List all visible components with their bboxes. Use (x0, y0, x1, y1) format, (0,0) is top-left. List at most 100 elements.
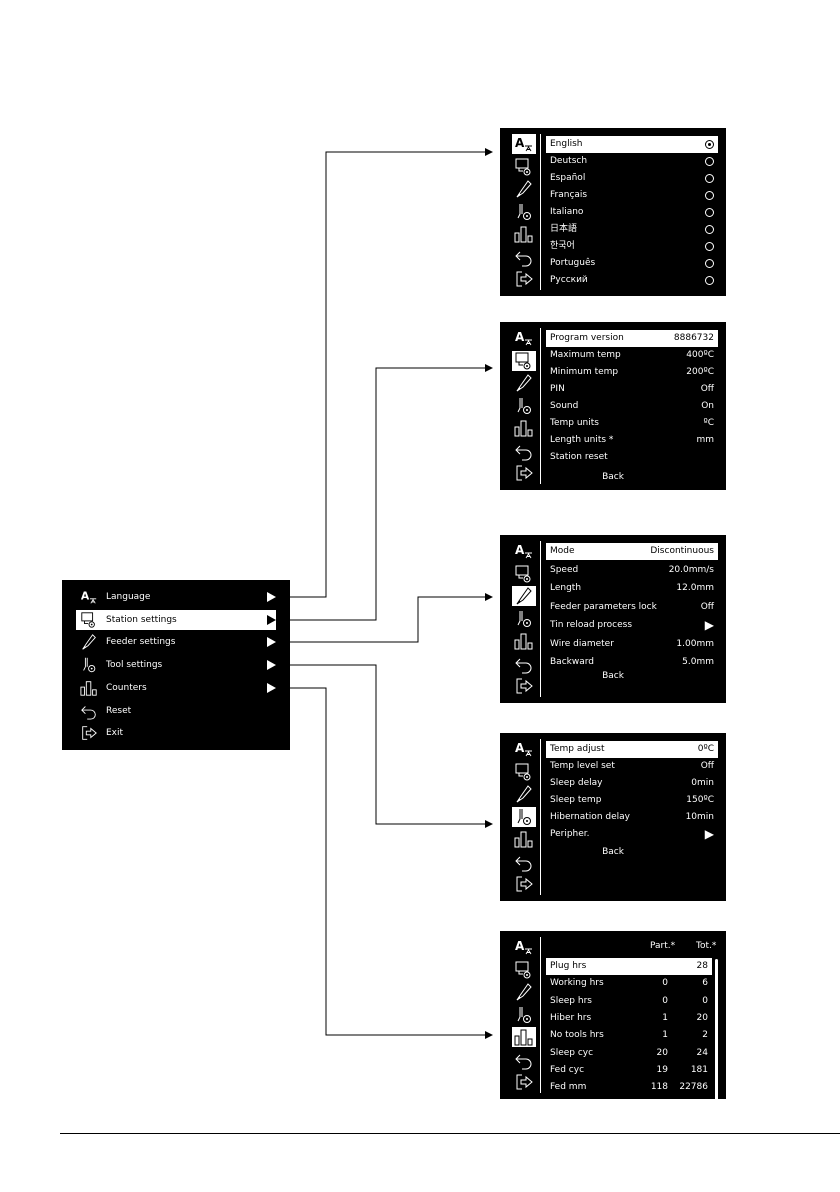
icon-rail: A (500, 535, 541, 703)
station-icon[interactable] (512, 350, 536, 371)
radio-button[interactable] (705, 242, 714, 251)
feeder-icon[interactable] (512, 373, 536, 393)
setting-row[interactable]: Length units *mm (546, 432, 718, 449)
radio-button[interactable] (705, 259, 714, 268)
exit-icon[interactable] (512, 874, 536, 894)
counter-label: Hiber hrs (550, 1012, 592, 1023)
radio-button[interactable] (705, 157, 714, 166)
tool-icon[interactable] (512, 609, 536, 629)
language-option[interactable]: 日本語 (546, 221, 718, 238)
feeder-icon[interactable] (512, 982, 536, 1002)
tool-icon[interactable] (512, 1005, 536, 1025)
setting-row[interactable]: Tin reload process▶ (546, 617, 718, 634)
radio-button[interactable] (705, 225, 714, 234)
station-icon[interactable] (512, 157, 536, 177)
feeder-icon[interactable] (512, 586, 536, 606)
svg-text:A: A (81, 590, 90, 603)
setting-row[interactable]: Peripher.▶ (546, 826, 718, 843)
reset-icon[interactable] (512, 852, 536, 872)
reset-icon[interactable] (512, 441, 536, 461)
counters-icon[interactable] (512, 418, 536, 438)
menu-item-counters[interactable]: Counters (76, 678, 276, 698)
counters-icon[interactable] (512, 1027, 536, 1047)
exit-icon[interactable] (512, 463, 536, 483)
menu-item-exit[interactable]: Exit (76, 723, 276, 743)
exit-icon[interactable] (512, 676, 536, 696)
station-icon[interactable] (512, 564, 536, 584)
back-button[interactable]: Back (602, 847, 624, 857)
language-option[interactable]: Português (546, 255, 718, 272)
exit-icon[interactable] (512, 1072, 536, 1092)
counters-icon[interactable] (512, 224, 536, 244)
station-icon[interactable] (512, 960, 536, 980)
tool-icon[interactable] (512, 396, 536, 416)
language-option[interactable]: Deutsch (546, 153, 718, 170)
back-button[interactable]: Back (602, 472, 624, 482)
language-icon[interactable]: A (512, 739, 536, 759)
reset-icon[interactable] (512, 654, 536, 674)
language-icon[interactable]: A (512, 134, 536, 154)
menu-item-feeder-settings[interactable]: Feeder settings (76, 632, 276, 652)
reset-icon[interactable] (512, 247, 536, 267)
radio-button[interactable] (705, 174, 714, 183)
setting-label: Sleep temp (550, 795, 602, 805)
language-option[interactable]: Español (546, 170, 718, 187)
reset-icon[interactable] (512, 1050, 536, 1070)
counters-icon[interactable] (512, 631, 536, 651)
language-option[interactable]: English (546, 136, 718, 153)
chevron-right-icon (267, 660, 276, 671)
language-option[interactable]: 한국어 (546, 238, 718, 255)
counters-icon[interactable] (512, 829, 536, 849)
tool-icon[interactable] (512, 806, 536, 827)
tool-icon[interactable] (512, 202, 536, 222)
setting-label: Sound (550, 401, 579, 411)
station-icon[interactable] (512, 762, 536, 782)
back-button[interactable]: Back (602, 671, 624, 681)
radio-button[interactable] (705, 191, 714, 200)
language-icon[interactable]: A (512, 328, 536, 348)
menu-item-station-settings[interactable]: Station settings (76, 609, 276, 630)
language-option[interactable]: Русский (546, 272, 718, 289)
menu-item-reset[interactable]: Reset (76, 701, 276, 721)
radio-button[interactable] (705, 140, 714, 149)
radio-button[interactable] (705, 208, 714, 217)
radio-button[interactable] (705, 276, 714, 285)
feeder-icon[interactable] (512, 179, 536, 199)
language-icon[interactable]: A (512, 541, 536, 561)
counter-label: Working hrs (550, 978, 604, 989)
exit-icon[interactable] (512, 269, 536, 289)
feeder-icon[interactable] (512, 784, 536, 804)
setting-row[interactable]: Station reset (546, 449, 718, 466)
language-option[interactable]: Italiano (546, 204, 718, 221)
scrollbar[interactable] (715, 959, 718, 1101)
language-option[interactable]: Français (546, 187, 718, 204)
language-icon[interactable]: A (512, 937, 536, 957)
menu-item-tool-settings[interactable]: Tool settings (76, 655, 276, 675)
